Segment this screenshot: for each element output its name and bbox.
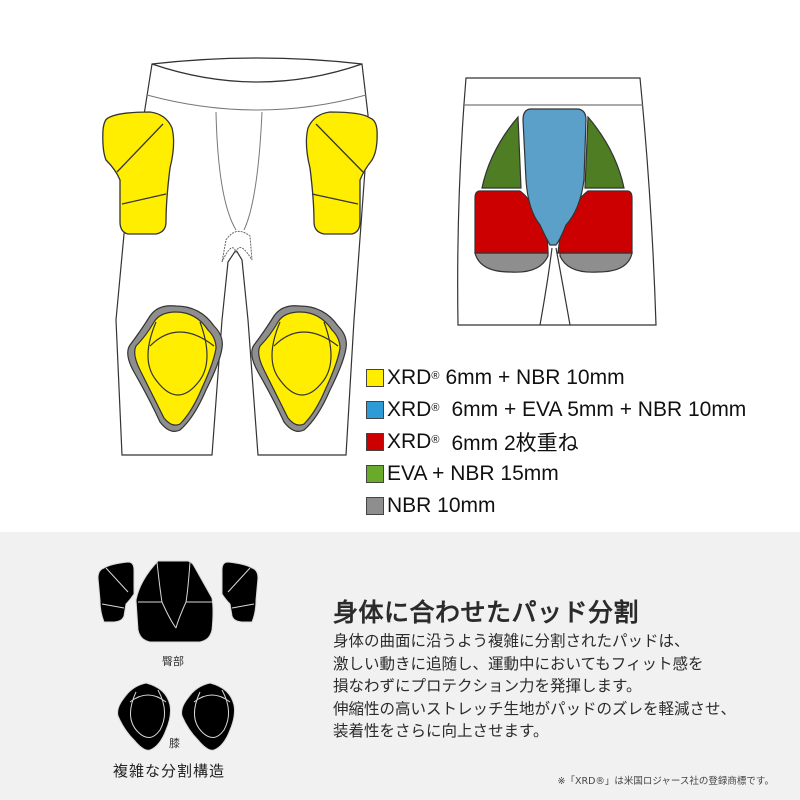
knee-pad-left [127,305,223,432]
knee-pad-right [251,305,347,432]
registered-mark: ® [431,370,440,382]
feature-heading: 身体に合わせたパッド分割 [333,598,640,627]
legend-label: 6mm + EVA 5mm + NBR 10mm [451,398,747,421]
knee-pad-structure-icon [117,682,235,751]
back-seat-pads [474,108,633,273]
legend-item-blue: XRD® 6mm + EVA 5mm + NBR 10mm [366,394,746,426]
material-legend: XRD® 6mm + NBR 10mm XRD® 6mm + EVA 5mm +… [366,362,746,522]
legend-prefix: XRD [387,430,432,453]
registered-mark: ® [431,402,440,414]
description-line: 伸縮性の高いストレッチ生地がパッドのズレを軽減させ、 [333,699,737,718]
structure-caption: 複雑な分割構造 [113,762,226,780]
legend-item-green: EVA + NBR 15mm [366,458,746,490]
legend-prefix: XRD [387,366,432,389]
trademark-footnote: ※「XRD®」は米国ロジャース社の登録商標です。 [557,776,775,787]
legend-item-yellow: XRD® 6mm + NBR 10mm [366,362,746,394]
registered-mark: ® [431,434,440,446]
legend-label: NBR 10mm [387,494,496,517]
legend-item-gray: NBR 10mm [366,490,746,522]
hip-pad-structure-icon [97,560,259,643]
yellow-swatch-icon [366,369,384,387]
legend-prefix: XRD [387,398,432,421]
red-swatch-icon [366,433,384,451]
legend-label: EVA + NBR 15mm [387,462,559,485]
description-line: 激しい動きに追随し、運動中においてもフィット感を [333,654,704,673]
front-hip-pad-left [102,111,175,235]
knee-label: 膝 [169,737,180,750]
green-swatch-icon [366,465,384,483]
legend-item-red: XRD® 6mm 2枚重ね [366,426,746,458]
feature-description: 身体の曲面に沿うよう複雑に分割されたパッドは、 激しい動きに追随し、運動中におい… [333,630,736,743]
gray-swatch-icon [366,497,384,515]
hip-label: 臀部 [162,655,184,668]
front-hip-pad-right [305,111,378,235]
legend-label: 6mm + NBR 10mm [445,366,625,389]
description-line: 装着性をさらに向上させます。 [333,722,549,740]
description-line: 身体の曲面に沿うよう複雑に分割されたパッドは、 [333,632,690,650]
legend-label: 6mm 2枚重ね [451,432,579,455]
blue-swatch-icon [366,401,384,419]
description-line: 損なわずにプロテクション力を発揮します。 [333,677,642,695]
